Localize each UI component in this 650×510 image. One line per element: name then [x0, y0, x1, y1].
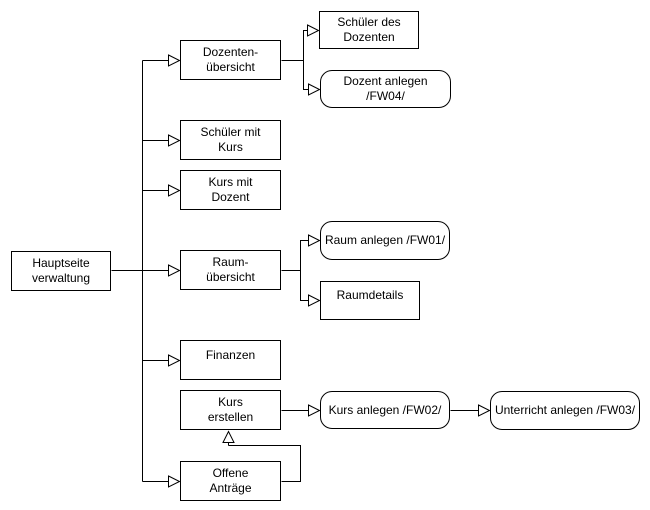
node-schueler-des-dozenten[interactable]: Schüler des Dozenten [319, 11, 419, 49]
edge-offene-antraege-kurs-erstellen-line [228, 445, 301, 482]
node-raumuebersicht-label: Raum- übersicht [206, 255, 255, 284]
node-raumdetails[interactable]: Raumdetails [320, 281, 420, 320]
edge-raumuebersicht-raum-anlegen [281, 234, 321, 271]
node-raum-anlegen-fw01[interactable]: Raum anlegen /FW01/ [320, 221, 450, 260]
edge-dozentenuebersicht-schueler-des-dozenten [281, 24, 320, 61]
node-dozentenuebersicht[interactable]: Dozenten- übersicht [180, 40, 281, 80]
node-kurs-erstellen-label: Kurs erstellen [207, 395, 254, 424]
node-hauptseite-verwaltung-label: Hauptseite verwaltung [31, 256, 91, 285]
node-kurs-erstellen[interactable]: Kurs erstellen [180, 390, 281, 430]
node-raum-anlegen-fw01-label: Raum anlegen /FW01/ [324, 233, 446, 247]
node-unterricht-anlegen-fw03-label: Unterricht anlegen /FW03/ [494, 403, 636, 417]
node-raumdetails-label: Raumdetails [336, 288, 404, 302]
node-dozent-anlegen-fw04-label: Dozent anlegen /FW04/ [343, 74, 428, 103]
edge-dozentenuebersicht-dozent-anlegen [303, 60, 321, 96]
node-schueler-mit-kurs[interactable]: Schüler mit Kurs [180, 120, 281, 160]
node-kurs-anlegen-fw02[interactable]: Kurs anlegen /FW02/ [320, 391, 450, 429]
node-kurs-mit-dozent-label: Kurs mit Dozent [208, 175, 253, 204]
node-dozent-anlegen-fw04[interactable]: Dozent anlegen /FW04/ [320, 70, 451, 108]
node-kurs-anlegen-fw02-label: Kurs anlegen /FW02/ [328, 402, 442, 417]
node-offene-antraege[interactable]: Offene Anträge [180, 461, 281, 501]
node-hauptseite-verwaltung[interactable]: Hauptseite verwaltung [11, 251, 111, 291]
node-kurs-mit-dozent[interactable]: Kurs mit Dozent [180, 170, 281, 210]
node-raumuebersicht[interactable]: Raum- übersicht [180, 250, 281, 290]
node-finanzen-label: Finanzen [205, 347, 256, 362]
node-schueler-mit-kurs-label: Schüler mit Kurs [200, 125, 261, 154]
node-dozentenuebersicht-label: Dozenten- übersicht [202, 45, 259, 74]
node-finanzen[interactable]: Finanzen [180, 340, 281, 380]
node-offene-antraege-label: Offene Anträge [209, 466, 252, 495]
edge-raumuebersicht-raumdetails [300, 270, 321, 307]
node-schueler-des-dozenten-label: Schüler des Dozenten [337, 15, 401, 44]
node-unterricht-anlegen-fw03[interactable]: Unterricht anlegen /FW03/ [490, 391, 640, 430]
